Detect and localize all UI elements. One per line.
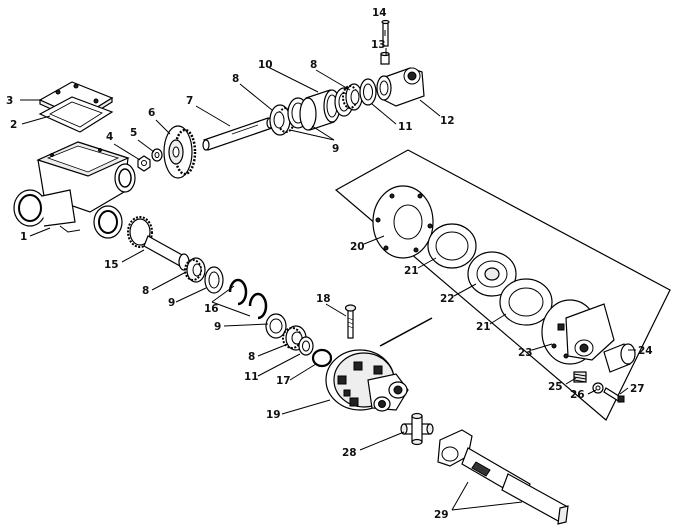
part-bushing (380, 51, 390, 65)
part-friction-disk-lower (499, 278, 553, 326)
part-bearing-cup-lower-left (204, 266, 224, 294)
label-5: 5 (130, 127, 137, 139)
label-17: 17 (276, 375, 291, 387)
label-1: 1 (20, 231, 27, 243)
label-13: 13 (371, 39, 386, 51)
callout-labels: 3 2 1 4 5 6 7 8 10 8 9 11 12 13 14 15 8 … (6, 7, 653, 521)
label-19: 19 (266, 409, 281, 421)
part-o-ring (311, 348, 333, 368)
part-bearing-cup-lower-middle (265, 313, 287, 339)
label-12: 12 (440, 115, 455, 127)
part-shaft (202, 117, 274, 151)
part-snap-rings (228, 278, 268, 320)
label-8-top-left: 8 (232, 73, 239, 85)
label-21-upper: 21 (404, 265, 419, 277)
part-universal-cross (400, 412, 434, 446)
label-9-lower-middle: 9 (214, 321, 221, 333)
part-pinion-shaft (127, 216, 190, 271)
label-11-lower: 11 (244, 371, 259, 383)
part-gasket (38, 96, 114, 133)
label-25: 25 (548, 381, 563, 393)
part-yoke-hub (376, 67, 425, 107)
label-27: 27 (630, 383, 645, 395)
label-9-lower-left: 9 (168, 297, 175, 309)
part-lock-washer (592, 382, 604, 394)
label-2: 2 (10, 119, 17, 131)
part-spacer (299, 89, 341, 131)
part-pressure-plate (541, 299, 615, 365)
label-11-top: 11 (398, 121, 413, 133)
label-8-lower-left: 8 (142, 285, 149, 297)
part-bevel-gear (163, 125, 197, 179)
leader-lines (20, 30, 636, 511)
part-washer (151, 148, 163, 162)
label-14: 14 (372, 7, 387, 19)
label-24: 24 (638, 345, 653, 357)
label-15: 15 (104, 259, 119, 271)
label-10: 10 (258, 59, 273, 71)
part-gearbox-housing (13, 141, 136, 239)
part-bolt (344, 304, 357, 339)
label-28: 28 (342, 447, 357, 459)
label-21-lower: 21 (476, 321, 491, 333)
label-29: 29 (434, 509, 449, 521)
label-8-lower-middle: 8 (248, 351, 255, 363)
label-20: 20 (350, 241, 365, 253)
label-8-top-right: 8 (310, 59, 317, 71)
part-friction-disk-upper (427, 223, 477, 269)
label-7: 7 (186, 95, 193, 107)
label-9-top: 9 (332, 143, 339, 155)
clutch-detail-inset (334, 149, 671, 421)
part-hub-disk (467, 251, 517, 297)
label-6: 6 (148, 107, 155, 119)
part-seal-top (359, 78, 377, 106)
part-bushing-large (603, 343, 636, 373)
label-3: 3 (6, 95, 13, 107)
part-bearing-cone-top-left (269, 104, 295, 136)
part-flange-plate (372, 185, 434, 259)
part-set-screw (603, 387, 625, 403)
part-seal-lower (298, 336, 314, 356)
label-26: 26 (570, 389, 585, 401)
part-telescoping-yoke (437, 429, 569, 525)
part-bearing-cone-lower-left (184, 257, 206, 283)
part-clutch-assembly (325, 349, 409, 412)
label-18: 18 (316, 293, 331, 305)
label-4: 4 (106, 131, 113, 143)
label-16: 16 (204, 303, 219, 315)
part-spring (573, 371, 587, 383)
part-bearing-cone-top-right (342, 83, 363, 111)
part-nut (137, 155, 151, 172)
label-23: 23 (518, 347, 533, 359)
label-22: 22 (440, 293, 455, 305)
